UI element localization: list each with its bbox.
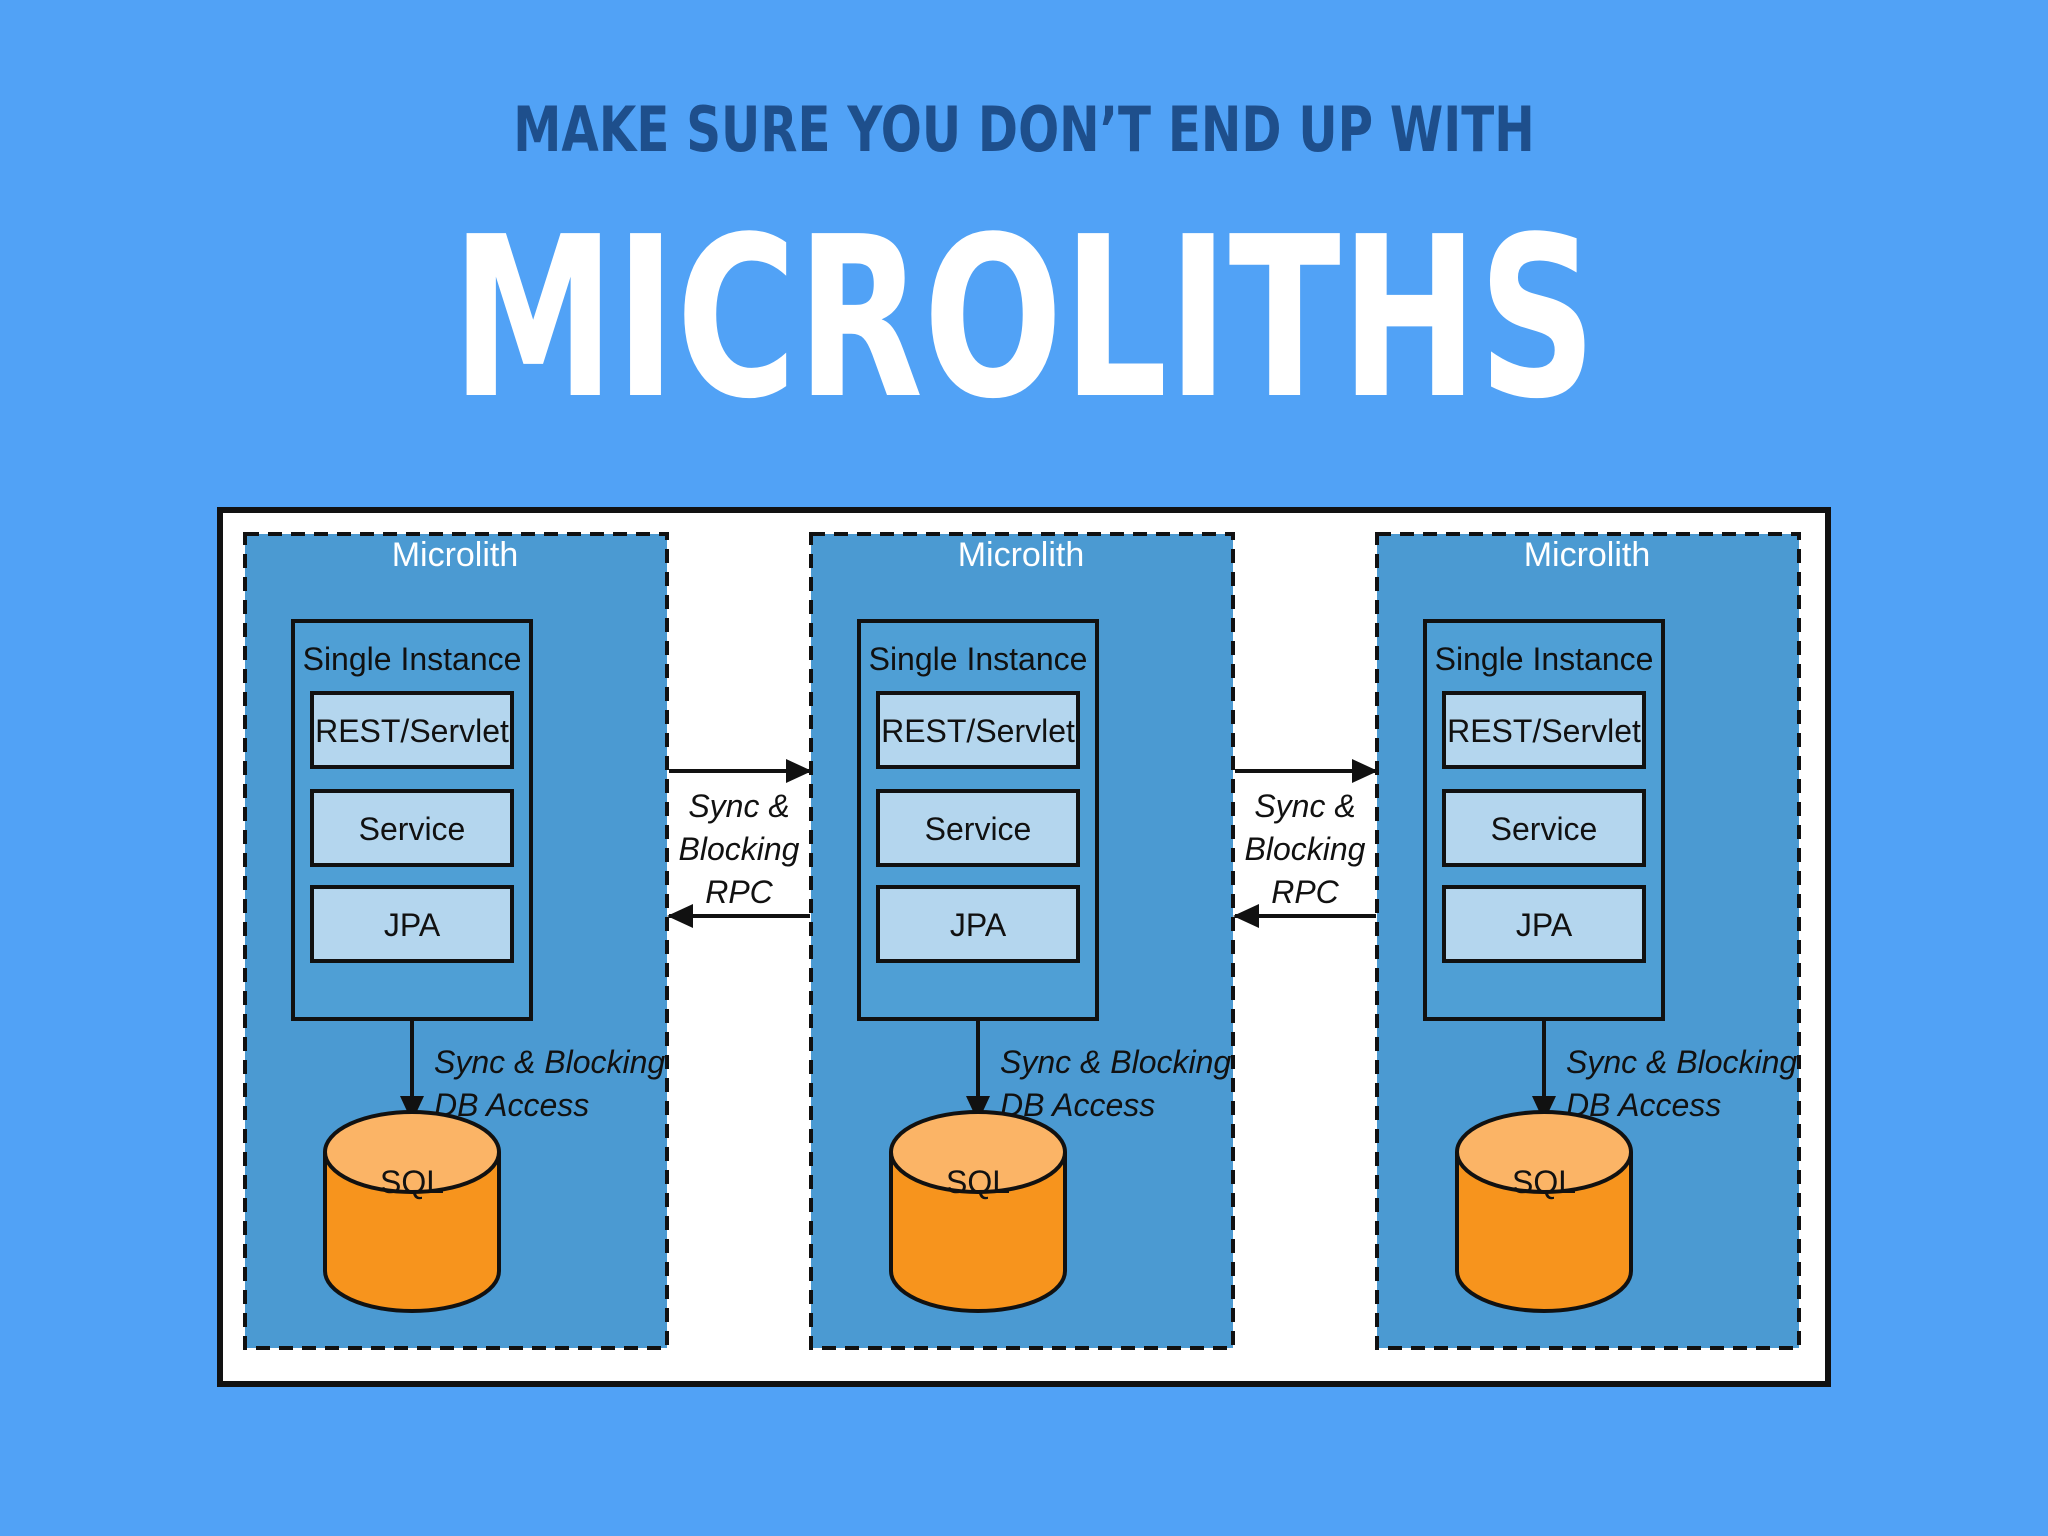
layer-label: REST/Servlet xyxy=(881,713,1075,749)
diagram-canvas: Microlith Single Instance REST/Servlet S… xyxy=(243,532,1801,1350)
layer-label: REST/Servlet xyxy=(315,713,509,749)
rpc-label-line2: Blocking xyxy=(679,831,800,867)
slide-title: MICROLITHS xyxy=(451,190,1597,448)
layer-label: REST/Servlet xyxy=(1447,713,1641,749)
layer-label: Service xyxy=(359,811,466,847)
db-access-label-line1: Sync & Blocking xyxy=(1566,1044,1797,1080)
rpc-label-line3: RPC xyxy=(705,874,773,910)
microlith-label: Microlith xyxy=(1524,536,1651,574)
architecture-diagram: Microlith Single Instance REST/Servlet S… xyxy=(217,507,1831,1387)
layer-rest-servlet xyxy=(310,691,514,769)
sql-database-icon xyxy=(323,1110,501,1313)
layer-label: Service xyxy=(925,811,1032,847)
layer-rest-servlet xyxy=(1442,691,1646,769)
slide-subtitle: MAKE SURE YOU DON’T END UP WITH xyxy=(513,93,1535,166)
layer-jpa xyxy=(310,885,514,963)
microlith-1: Microlith Single Instance REST/Servlet S… xyxy=(243,532,669,1350)
layer-jpa xyxy=(876,885,1080,963)
rpc-label-line2: Blocking xyxy=(1245,831,1366,867)
single-instance-label: Single Instance xyxy=(303,641,522,677)
layer-label: JPA xyxy=(950,907,1007,943)
microlith-label: Microlith xyxy=(392,536,519,574)
layer-service xyxy=(1442,789,1646,867)
rpc-link-2: Sync & Blocking RPC xyxy=(1233,759,1378,928)
rpc-label-line1: Sync & xyxy=(688,788,789,824)
sql-database-icon xyxy=(1455,1110,1633,1313)
layer-label: JPA xyxy=(384,907,441,943)
layer-label: Service xyxy=(1491,811,1598,847)
db-label: SQL xyxy=(1512,1164,1576,1200)
layer-rest-servlet xyxy=(876,691,1080,769)
single-instance-label: Single Instance xyxy=(869,641,1088,677)
db-label: SQL xyxy=(946,1164,1010,1200)
microlith-3: Microlith Single Instance REST/Servlet S… xyxy=(1375,532,1801,1350)
rpc-label-line1: Sync & xyxy=(1254,788,1355,824)
layer-service xyxy=(876,789,1080,867)
db-access-label-line1: Sync & Blocking xyxy=(1000,1044,1231,1080)
rpc-link-1: Sync & Blocking RPC xyxy=(667,759,812,928)
layer-service xyxy=(310,789,514,867)
layer-label: JPA xyxy=(1516,907,1573,943)
db-access-label-line1: Sync & Blocking xyxy=(434,1044,665,1080)
db-label: SQL xyxy=(380,1164,444,1200)
microlith-2: Microlith Single Instance REST/Servlet S… xyxy=(809,532,1235,1350)
microlith-label: Microlith xyxy=(958,536,1085,574)
rpc-label-line3: RPC xyxy=(1271,874,1339,910)
layer-jpa xyxy=(1442,885,1646,963)
sql-database-icon xyxy=(889,1110,1067,1313)
single-instance-label: Single Instance xyxy=(1435,641,1654,677)
